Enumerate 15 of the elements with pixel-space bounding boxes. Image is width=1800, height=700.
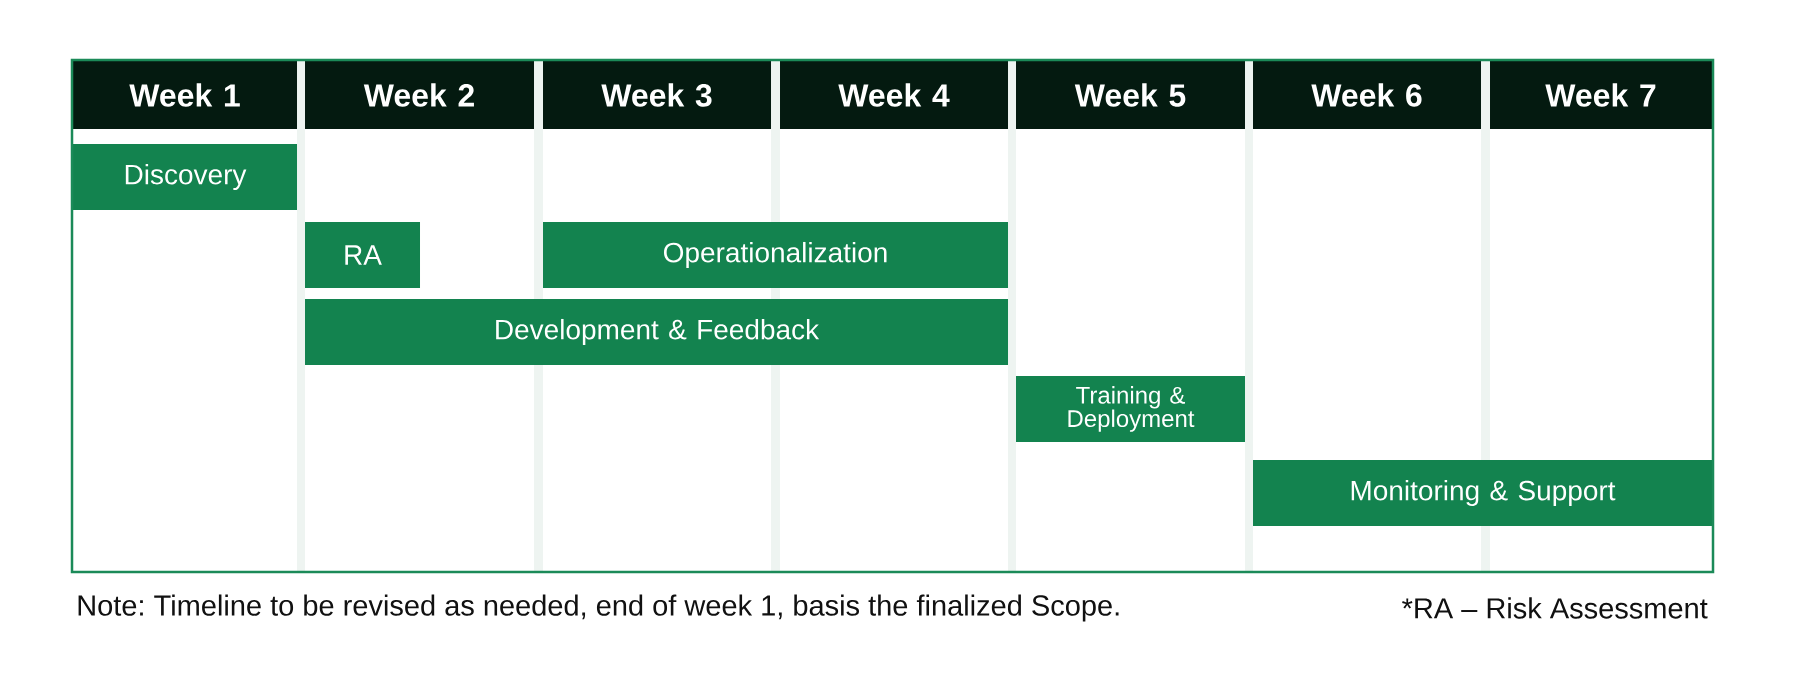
task-bar: Operationalization — [543, 222, 1008, 288]
task-bar: RA — [305, 222, 420, 288]
note-text: Note: Timeline to be revised as needed, end of week 1, basis the finalized Scope. — [78, 594, 1119, 622]
week-header: Week 5 — [1016, 61, 1245, 129]
week-header: Week 7 — [1490, 61, 1712, 129]
task-bar: Development & Feedback — [305, 299, 1008, 365]
week-header: Week 3 — [543, 61, 771, 129]
footnote-text: *RA – Risk Assessment — [1402, 597, 1708, 619]
task-bar: Monitoring & Support — [1253, 460, 1712, 526]
week-header: Week 6 — [1253, 61, 1481, 129]
week-header: Week 4 — [780, 61, 1008, 129]
week-header: Week 2 — [305, 61, 534, 129]
week-header: Week 1 — [73, 61, 297, 129]
task-bar: Discovery — [73, 144, 297, 210]
task-bar: Training & Deployment — [1016, 376, 1245, 442]
